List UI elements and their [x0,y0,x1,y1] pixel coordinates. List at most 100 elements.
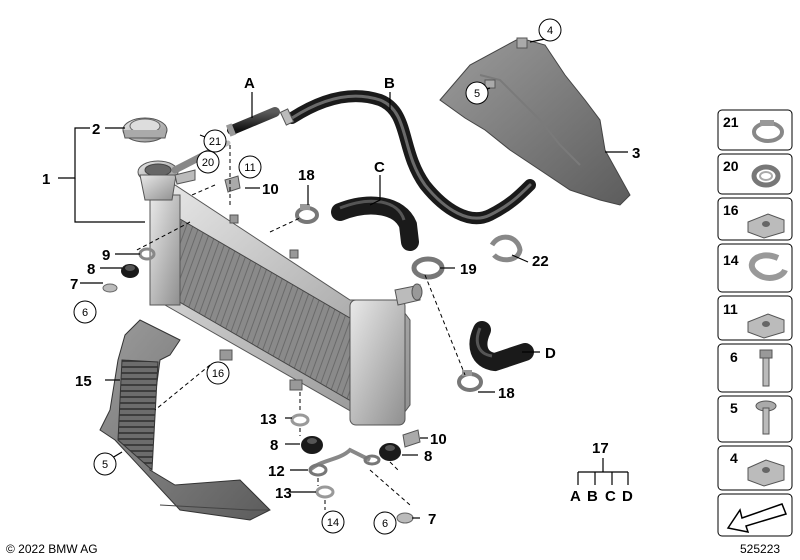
circled-callout-21: 21 [203,129,227,153]
callout-set-a: A [570,488,581,505]
grommet-8-lower-left [301,436,323,454]
circlip-icon [748,252,788,281]
svg-text:5: 5 [730,400,738,416]
clip-nut-icon [747,213,785,239]
side-cover [439,37,631,206]
callout-set-d: D [622,488,633,505]
bracket-12 [308,447,381,477]
callout-19: 19 [460,261,477,278]
svg-text:5: 5 [102,459,108,471]
callout-hose-c: C [374,159,385,176]
spring-clamp-icon [751,164,781,188]
sidebar-item-5: 5 [717,395,793,443]
svg-text:6: 6 [82,307,88,319]
circled-callout-11: 11 [238,155,262,179]
sidebar-item-6: 6 [717,343,793,393]
callout-8-lower-right: 8 [424,448,432,465]
washer-13-upper [290,413,310,427]
dashed-lines [134,145,466,510]
svg-text:5: 5 [474,88,480,100]
callout-7-left: 7 [70,276,78,293]
circled-callout-5-upper: 5 [465,81,489,105]
callout-1: 1 [42,171,50,188]
callout-18-lower: 18 [498,385,515,402]
callout-10-lower: 10 [430,431,447,448]
bolt-icon [759,349,773,387]
svg-text:21: 21 [209,136,221,148]
hose-clamp-icon [752,120,784,143]
hose-a [225,107,280,137]
callout-13-lower: 13 [275,485,292,502]
callout-13-upper: 13 [260,411,277,428]
hardware-sidebar: 21 20 16 14 [717,109,793,537]
callout-2: 2 [92,121,100,138]
grommet-8-left [121,264,139,278]
grommet-8-lower-right [379,443,401,461]
callout-8-left: 8 [87,261,95,278]
clip-nut-11 [224,175,241,193]
washer-6-lower [396,512,414,524]
flange-screw-icon [755,400,777,435]
circled-callout-20: 20 [196,150,220,174]
callout-18-upper: 18 [298,167,315,184]
svg-text:21: 21 [723,114,739,130]
svg-text:16: 16 [723,202,739,218]
svg-text:20: 20 [723,158,739,174]
hose-clamp-18-upper [295,204,319,224]
callout-labels: 1 2 3 7 8 9 10 13 8 12 13 10 8 7 15 18 1… [42,75,640,528]
clip-nut-10-lower [402,429,421,448]
svg-text:4: 4 [547,25,553,37]
washer-6-left [102,283,118,293]
svg-text:14: 14 [723,252,739,268]
callout-15: 15 [75,373,92,390]
hose-d [469,321,534,372]
sidebar-item-21: 21 [717,109,793,151]
circled-callout-6-lower: 6 [373,511,397,535]
sidebar-item-4: 4 [717,445,793,491]
callout-set-b: B [587,488,598,505]
washer-13-lower [315,485,335,499]
callout-9: 9 [102,247,110,264]
callout-hose-b: B [384,75,395,92]
sidebar-item-11: 11 [717,295,793,341]
callout-22: 22 [532,253,549,270]
clip-nut-icon [747,459,785,487]
svg-text:14: 14 [327,517,339,529]
svg-text:11: 11 [723,301,738,317]
circled-callouts: 4 5 21 20 11 6 16 5 14 6 [73,18,562,535]
svg-text:11: 11 [244,162,255,174]
sidebar-item-20: 20 [717,153,793,195]
svg-text:16: 16 [212,368,224,380]
sidebar-item-14: 14 [717,243,793,293]
hose-c [331,196,419,251]
sidebar-item-16: 16 [717,197,793,241]
radiator [149,184,423,426]
hose-clamp-22 [489,234,523,263]
radiator-cap [122,117,168,143]
sidebar-item-arrow [717,493,793,537]
callout-17: 17 [592,440,609,457]
callout-hose-d: D [545,345,556,362]
radiator-guard [99,319,271,521]
arrow-icon [726,503,788,533]
hose-b [279,90,536,225]
copyright-text: © 2022 BMW AG [6,542,98,556]
svg-text:20: 20 [202,157,214,169]
circled-callout-4: 4 [538,18,562,42]
svg-text:6: 6 [382,518,388,530]
circled-callout-16: 16 [206,361,230,385]
clip-nut-icon [747,313,785,339]
callout-7-lower: 7 [428,511,436,528]
circled-callout-14: 14 [321,510,345,534]
svg-text:6: 6 [730,349,738,365]
svg-text:4: 4 [730,450,738,466]
hose-clamp-19 [411,256,445,280]
circled-callout-5-lower: 5 [93,452,117,476]
callout-3: 3 [632,145,640,162]
callout-8-lower-left: 8 [270,437,278,454]
callout-10-upper: 10 [262,181,279,198]
callout-hose-a: A [244,75,255,92]
circled-callout-6-left: 6 [73,300,97,324]
filler-neck [137,160,196,201]
